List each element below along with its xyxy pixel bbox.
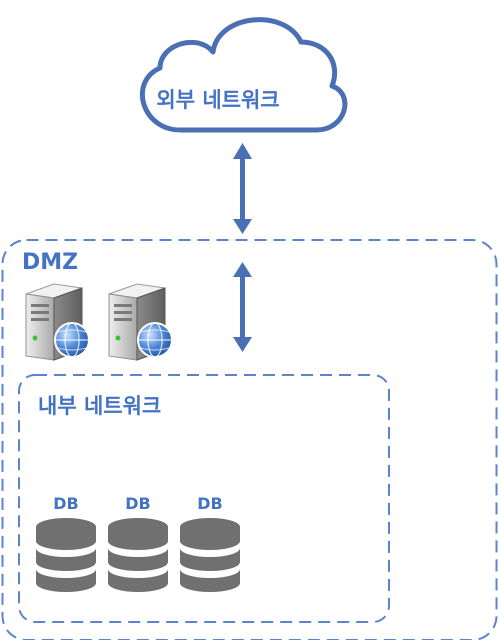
external-network-label: 외부 네트워크 — [156, 88, 280, 112]
arrow-dmz-to-internal — [233, 262, 252, 352]
dmz-label: DMZ — [22, 250, 79, 275]
arrow-cloud-to-dmz — [233, 143, 252, 234]
database-icon — [36, 518, 96, 592]
internal-zone — [18, 374, 390, 623]
web-server-icon — [25, 283, 90, 361]
database-icon — [180, 518, 240, 592]
cloud-shape — [140, 17, 348, 133]
web-server-icon — [108, 283, 173, 361]
database-label: DB — [53, 494, 79, 513]
database-label: DB — [125, 494, 151, 513]
database-icon — [108, 518, 168, 592]
internal-network-label: 내부 네트워크 — [38, 394, 162, 418]
database-label: DB — [197, 494, 223, 513]
